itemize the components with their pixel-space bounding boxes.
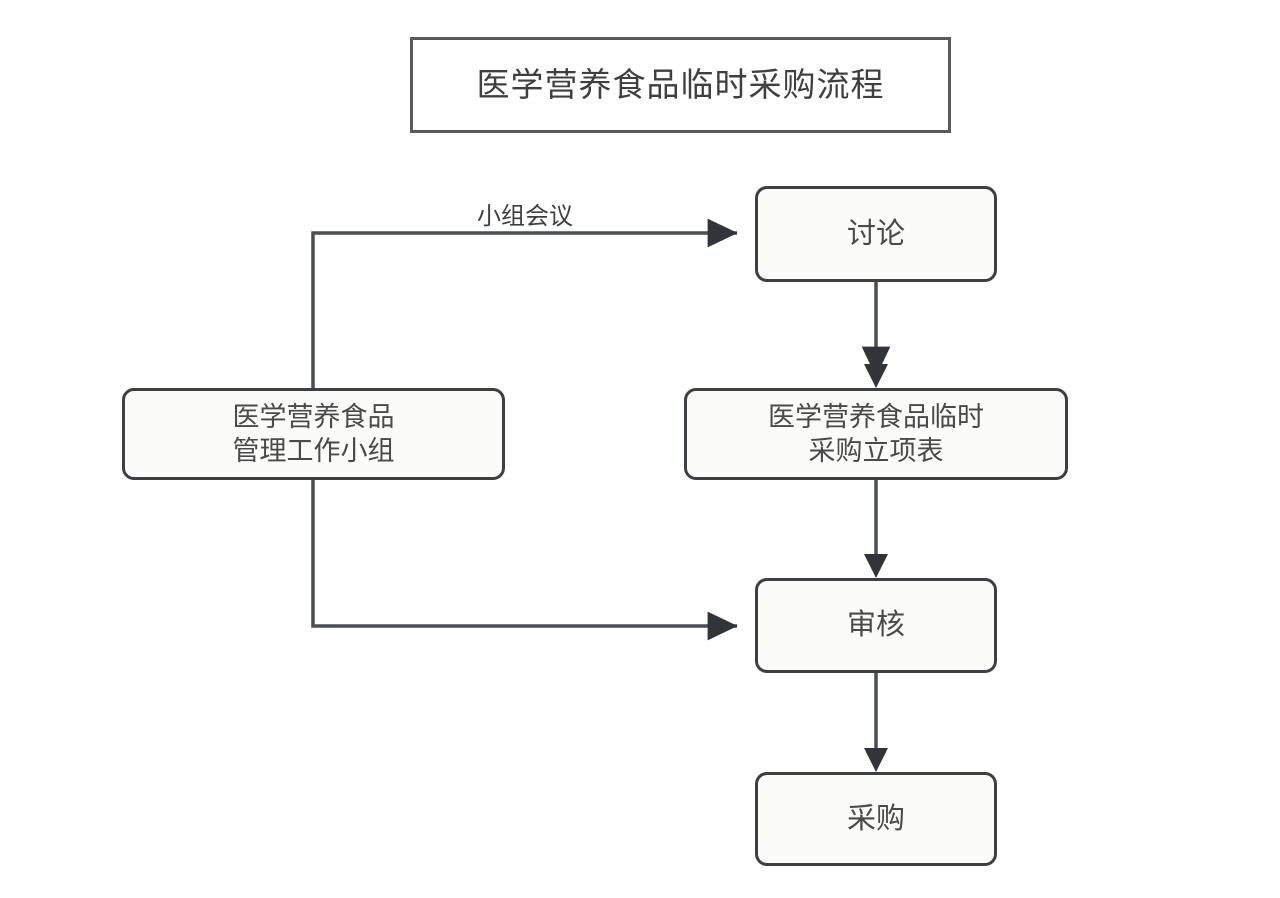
node-discuss-label: 讨论 bbox=[846, 217, 905, 250]
node-purchase-label: 采购 bbox=[846, 802, 905, 835]
edge-group-to-review bbox=[311, 480, 738, 641]
node-discuss[interactable]: 讨论 bbox=[755, 186, 997, 282]
node-review[interactable]: 审核 bbox=[755, 578, 997, 673]
edge-group-to-discuss bbox=[311, 218, 738, 388]
node-purchase[interactable]: 采购 bbox=[755, 772, 997, 866]
node-form-label: 医学营养食品临时 采购立项表 bbox=[768, 401, 984, 466]
edge-form-to-review bbox=[864, 480, 888, 578]
node-temporary-purchase-application-form[interactable]: 医学营养食品临时 采购立项表 bbox=[684, 388, 1068, 480]
edge-label-group-meeting: 小组会议 bbox=[477, 203, 573, 230]
node-review-label: 审核 bbox=[846, 609, 905, 642]
node-group-label: 医学营养食品 管理工作小组 bbox=[232, 401, 395, 466]
edge-review-to-purchase bbox=[864, 673, 888, 772]
diagram-title-label: 医学营养食品临时采购流程 bbox=[476, 65, 885, 105]
diagram-title-box: 医学营养食品临时采购流程 bbox=[410, 37, 951, 133]
edge-discuss-to-form bbox=[861, 282, 891, 388]
node-nutrition-food-management-group[interactable]: 医学营养食品 管理工作小组 bbox=[122, 388, 505, 480]
